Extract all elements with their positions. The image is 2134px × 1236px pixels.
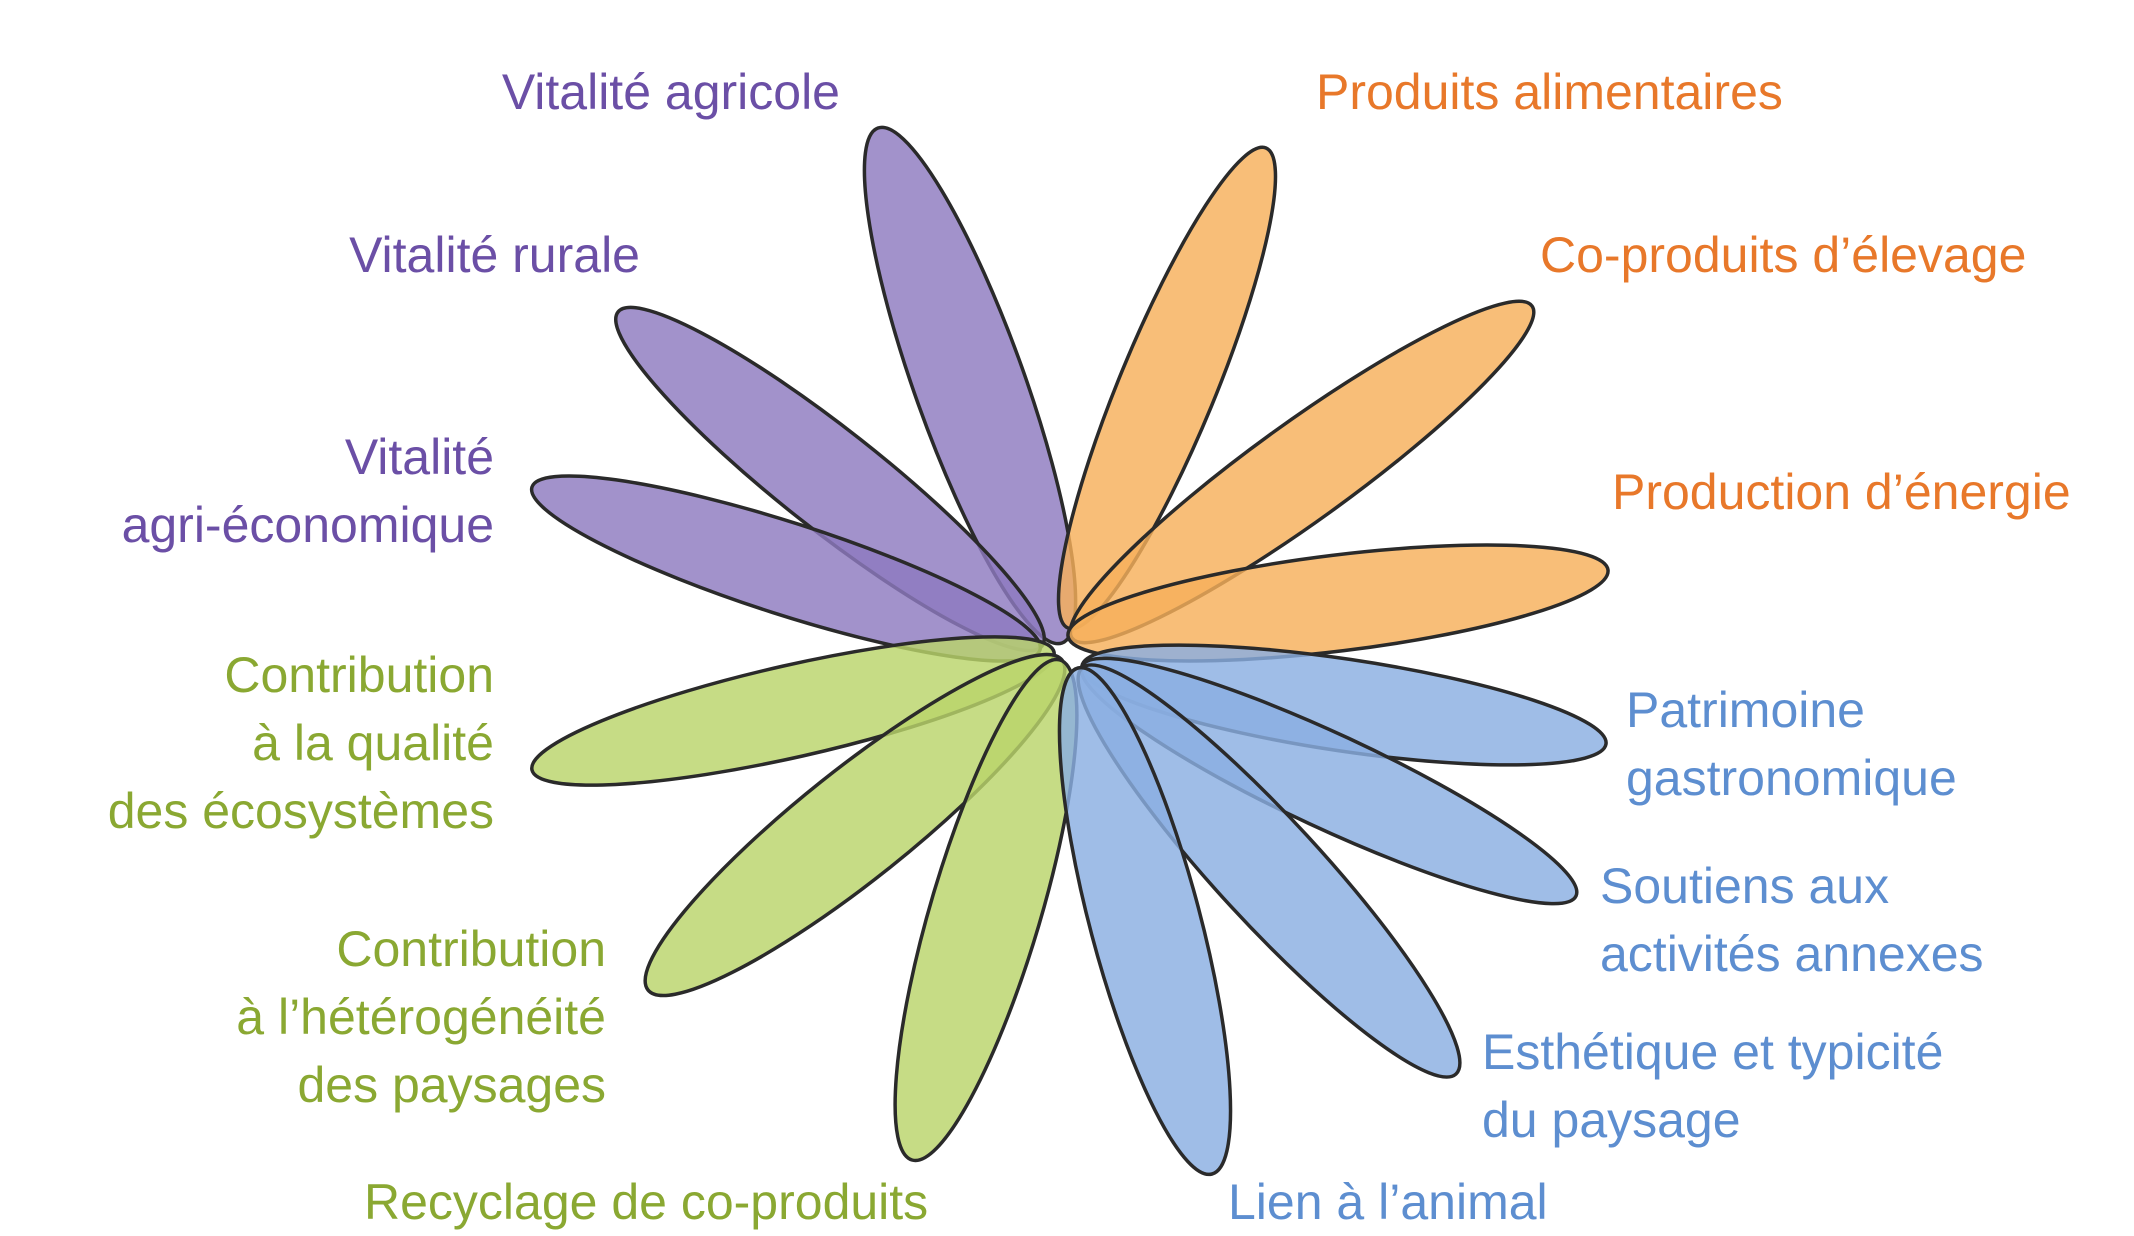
label-co-produits-elevage: Co-produits d’élevage (1540, 227, 2027, 283)
petal-vitalite-agricole (862, 125, 1078, 646)
petal-contribution-a-la-qualite-des-ecosystemes (530, 635, 1056, 787)
label-production-energie: Production d’énergie (1612, 464, 2071, 520)
label-vitalite-rurale: Vitalité rurale (349, 227, 640, 283)
label-vitalite-agricole: Vitalité agricole (501, 64, 840, 120)
petal-lien-a-l-animal (1057, 665, 1233, 1177)
petal-production-d-energie (1066, 543, 1610, 663)
label-produits-alimentaires: Produits alimentaires (1316, 64, 1783, 120)
label-patrimoine-gastronomique: Patrimoine gastronomique (1626, 682, 1957, 806)
petals-layer (529, 125, 1610, 1177)
petal-produits-alimentaires (1056, 145, 1278, 631)
label-qualite-ecosystemes: Contribution à la qualité des écosystème… (107, 647, 494, 839)
label-esthetique-typicite-paysage: Esthétique et typicité du paysage (1482, 1024, 1944, 1148)
label-vitalite-agri-economique: Vitalité agri-économique (121, 429, 494, 553)
label-recyclage-co-produits: Recyclage de co-produits (364, 1174, 929, 1230)
label-heterogeneite-paysages: Contribution à l’hétérogénéité des paysa… (236, 921, 606, 1113)
petal-recyclage-de-co-produits (893, 657, 1079, 1163)
label-lien-animal: Lien à l’animal (1228, 1174, 1548, 1230)
label-soutiens-activites-annexes: Soutiens aux activités annexes (1600, 858, 1984, 982)
